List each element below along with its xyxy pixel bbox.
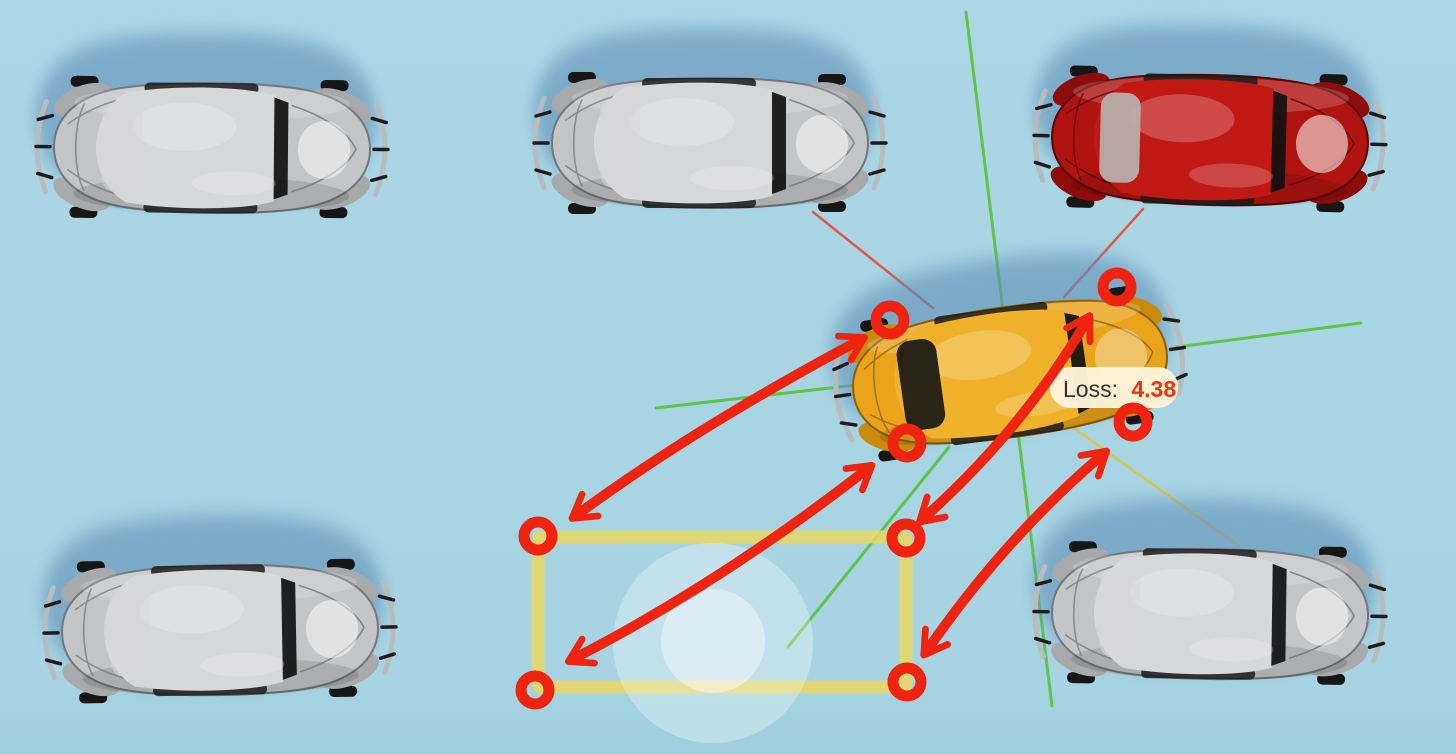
annotations-layer [515, 267, 1153, 710]
keypoint-marker-box-top-left [518, 516, 558, 556]
keypoint-marker-box-top-right [886, 518, 926, 558]
correspondence-arrow-rear-bottom [564, 462, 876, 667]
guide-line-green-right [1175, 321, 1363, 349]
car-silver-top-left [35, 32, 389, 221]
loss-label: Loss: [1063, 376, 1118, 402]
keypoint-marker-box-bottom-right [887, 662, 927, 702]
car-body [35, 75, 388, 221]
keypoint-marker-box-bottom-left [515, 670, 555, 710]
car-red-top-right [1032, 21, 1389, 216]
car-silver-bottom-right [1032, 497, 1387, 688]
keypoint-marker-car-front-top [1097, 267, 1137, 307]
car-body [43, 556, 397, 705]
car-body [1033, 540, 1387, 687]
loss-badge: Loss: 4.38 [1050, 367, 1178, 408]
correspondence-arrow-front-bottom [920, 447, 1111, 659]
keypoint-marker-car-rear-top [870, 300, 910, 340]
car-body [1032, 64, 1388, 216]
car-silver-bottom-left [41, 512, 397, 704]
loss-value: 4.38 [1131, 376, 1176, 402]
keypoint-marker-car-rear-bottom [887, 423, 927, 463]
car-body [534, 72, 886, 214]
keypoint-marker-car-front-bottom [1113, 402, 1153, 442]
svg-text:Loss: 4.38: Loss: 4.38 [1063, 376, 1176, 402]
car-silver-top-middle [533, 29, 886, 215]
